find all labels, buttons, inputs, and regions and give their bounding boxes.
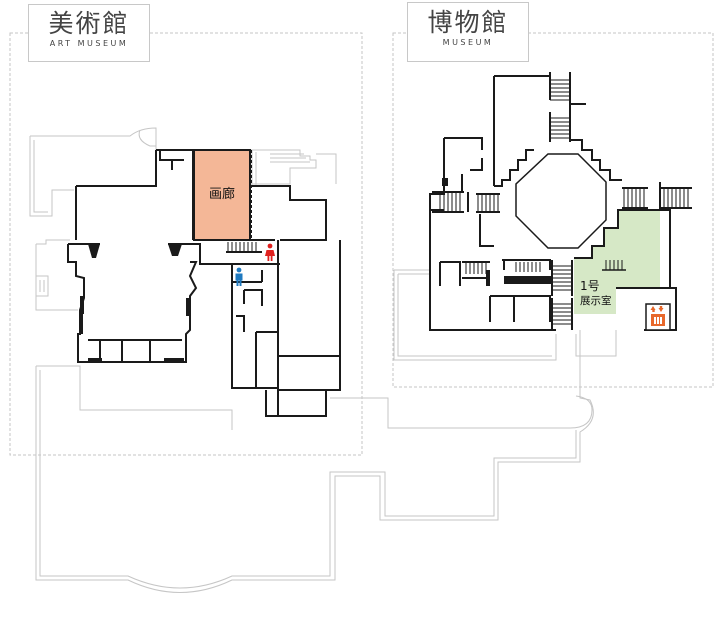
art-museum-site-boundary [9, 32, 363, 456]
art-museum-solid-walls [80, 244, 190, 362]
exhibition-room-1-stairs [602, 260, 626, 271]
exhibition-room-1-number: 1号 [580, 279, 600, 293]
central-octagon-hall[interactable] [515, 153, 607, 249]
museum-label: 博物館 MUSEUM [407, 2, 529, 62]
museum-site-boundary [392, 32, 714, 388]
museum-name-jp: 博物館 [427, 8, 509, 37]
art-museum-name-en: ART MUSEUM [49, 39, 129, 48]
museum-name-en: MUSEUM [442, 38, 494, 47]
museum-stairs [432, 72, 692, 330]
exhibition-room-1-walls [574, 209, 670, 289]
elevator-icon[interactable] [645, 303, 671, 331]
gallery-label: 画廊 [209, 186, 235, 202]
art-museum-label: 美術館 ART MUSEUM [28, 4, 150, 62]
art-museum-name-jp: 美術館 [48, 9, 130, 38]
female-restroom-icon[interactable] [265, 243, 275, 261]
exhibition-room-1-label: 展示室 [580, 294, 612, 307]
museum-solid-walls [442, 178, 552, 286]
male-restroom-icon[interactable] [235, 267, 243, 286]
art-museum-stairs [226, 242, 262, 253]
ground-outline [29, 127, 617, 593]
